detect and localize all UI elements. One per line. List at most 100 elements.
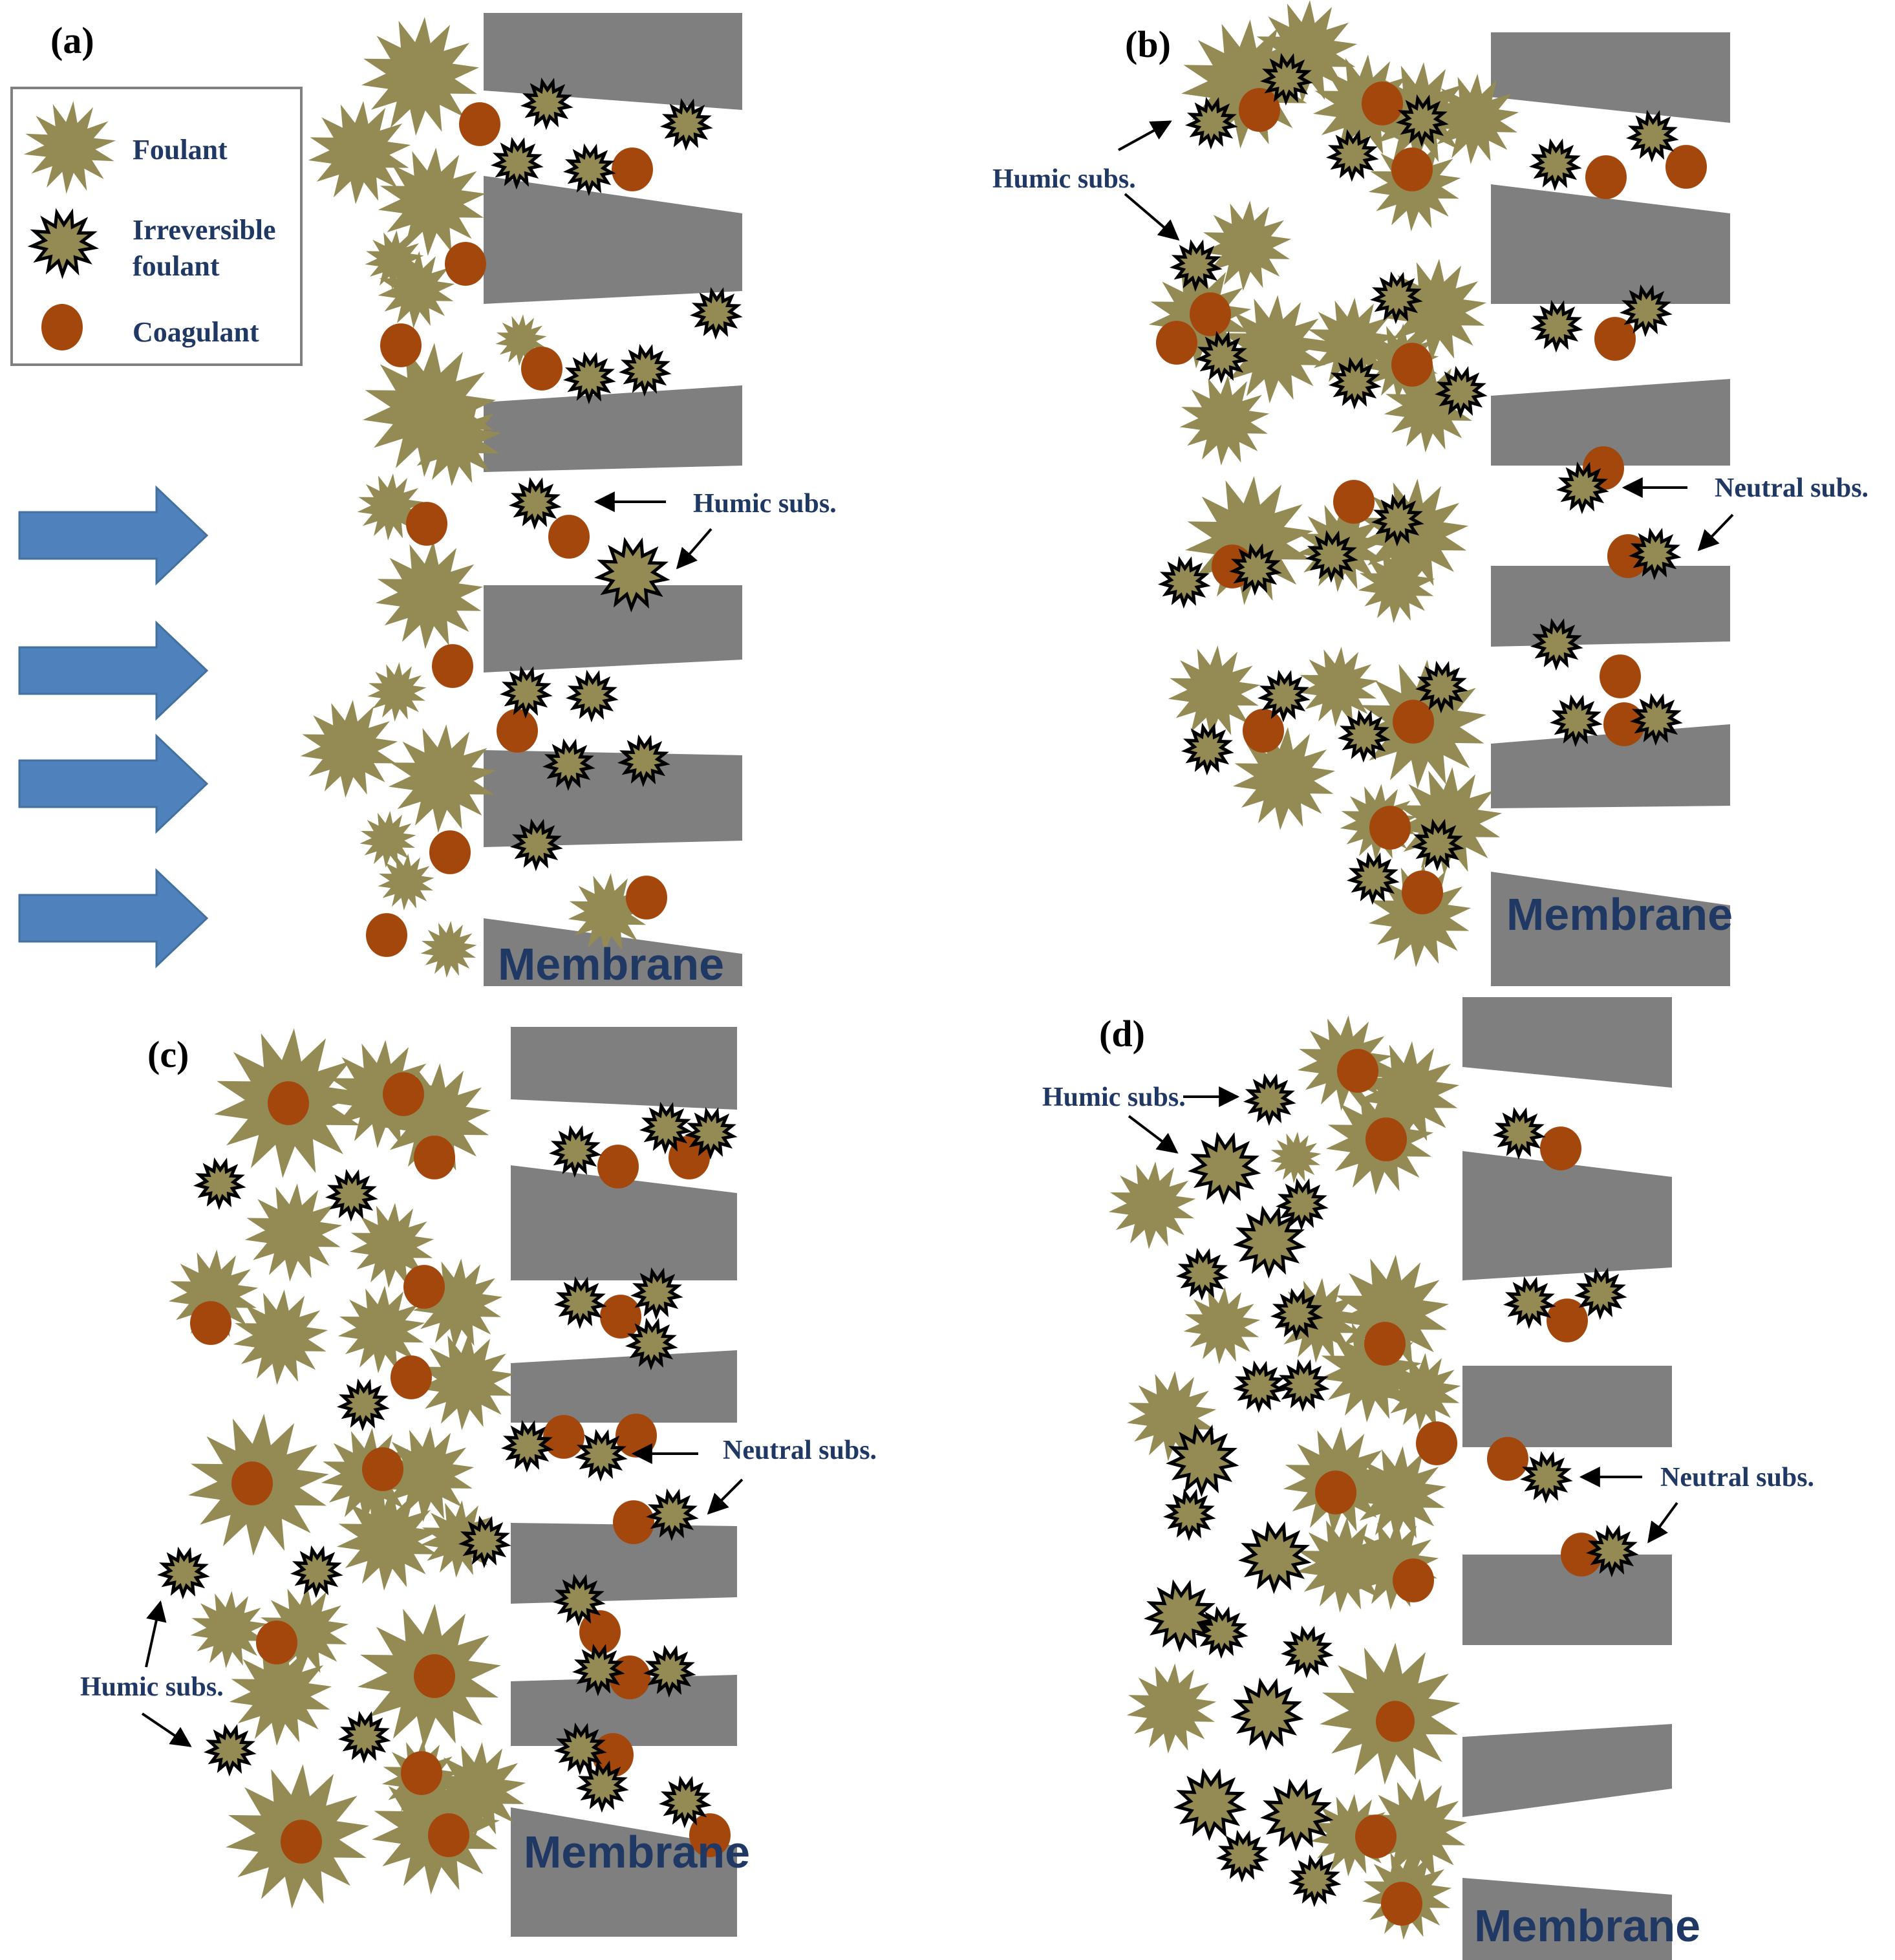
irreversible-foulant xyxy=(1195,330,1248,384)
coagulant xyxy=(609,1655,650,1699)
coagulant xyxy=(1402,870,1443,914)
irreversible-foulant xyxy=(1232,1360,1286,1414)
foulant xyxy=(1334,1255,1449,1371)
membrane-segment xyxy=(1491,566,1730,647)
coagulant xyxy=(401,1751,442,1795)
irreversible-foulant xyxy=(1260,1778,1334,1852)
irreversible-foulant xyxy=(1415,660,1468,714)
irreversible-foulant xyxy=(1503,1276,1556,1330)
flow-arrow xyxy=(18,620,209,721)
coagulant xyxy=(362,1447,403,1491)
legend-irreversible-label-line2: foulant xyxy=(133,250,220,282)
foulant xyxy=(1183,1287,1261,1364)
irreversible-foulant xyxy=(1166,1424,1239,1498)
panel-b-humic-label: Humic subs. xyxy=(992,164,1136,194)
irreversible-foulant xyxy=(1144,1579,1217,1653)
irreversible-foulant xyxy=(548,1125,602,1178)
irreversible-foulant xyxy=(1395,94,1449,147)
coagulant xyxy=(1547,1298,1588,1342)
coagulant xyxy=(190,1301,231,1345)
irreversible-foulant xyxy=(1305,530,1358,583)
foulant xyxy=(244,1183,343,1282)
irreversible-foulant xyxy=(1184,96,1238,150)
membrane-segment xyxy=(484,750,742,847)
irreversible-foulant xyxy=(1175,1247,1229,1301)
irreversible-foulant xyxy=(562,143,616,197)
foulant xyxy=(300,700,398,798)
coagulant xyxy=(383,1072,424,1116)
foulant xyxy=(1356,1041,1460,1145)
irreversible-foulant xyxy=(1233,1205,1307,1279)
foulant xyxy=(361,17,479,136)
legend-foulant-icon xyxy=(23,101,116,194)
irreversible-foulant xyxy=(1346,852,1400,905)
membrane-segment xyxy=(484,176,742,304)
membrane-segment xyxy=(511,1350,737,1423)
coagulant xyxy=(391,1355,432,1399)
irreversible-foulant xyxy=(618,343,672,397)
coagulant xyxy=(543,1415,584,1459)
irreversible-foulant xyxy=(659,98,713,151)
irreversible-foulant xyxy=(290,1545,343,1599)
coagulant xyxy=(1603,702,1645,746)
arrow-c-neutral-2 xyxy=(707,1478,744,1515)
arrow-b-humic-1 xyxy=(1118,120,1172,151)
irreversible-foulant xyxy=(1195,1606,1248,1659)
membrane-segment xyxy=(484,13,742,110)
foulant xyxy=(416,1332,515,1430)
coagulant xyxy=(256,1621,297,1664)
coagulant xyxy=(1540,1126,1581,1170)
irreversible-foulant xyxy=(508,477,562,530)
flow-arrow xyxy=(18,868,209,969)
irreversible-foulant xyxy=(1228,543,1282,596)
membrane-segment xyxy=(1491,379,1730,466)
coagulant xyxy=(1355,1815,1397,1858)
panel-c-neutral-label: Neutral subs. xyxy=(723,1436,877,1465)
irreversible-foulant xyxy=(645,1488,699,1542)
irreversible-foulant xyxy=(1519,1450,1573,1504)
membrane-segment xyxy=(1491,184,1730,304)
arrow-c-humic-1 xyxy=(145,1600,167,1668)
irreversible-foulant xyxy=(1157,555,1211,609)
panel-d-membrane-label: Membrane xyxy=(1474,1901,1700,1951)
coagulant xyxy=(548,515,590,559)
foulant xyxy=(379,1427,475,1522)
irreversible-foulant xyxy=(1328,356,1382,410)
coagulant xyxy=(1416,1421,1457,1465)
membrane-segment xyxy=(484,385,742,472)
irreversible-foulant xyxy=(1411,818,1464,872)
foulant xyxy=(1201,200,1292,291)
arrow-b-neutral-2 xyxy=(1697,513,1734,552)
foulant xyxy=(308,101,411,204)
irreversible-foulant xyxy=(458,1515,511,1569)
coagulant xyxy=(231,1461,273,1505)
irreversible-foulant xyxy=(1337,709,1391,763)
panel-c-label: (c) xyxy=(147,1033,189,1075)
foulant xyxy=(336,1487,440,1591)
coagulant xyxy=(689,1813,731,1857)
legend-coagulant-label: Coagulant xyxy=(133,316,259,348)
membrane-segment xyxy=(511,1165,737,1280)
panel-a-membrane-label: Membrane xyxy=(498,939,724,989)
foulant xyxy=(409,393,502,486)
irreversible-foulant xyxy=(1371,493,1424,547)
irreversible-foulant xyxy=(1270,1287,1323,1341)
coagulant xyxy=(414,1136,455,1179)
foulant xyxy=(420,921,477,978)
panel-a-label: (a) xyxy=(50,19,94,61)
foulant xyxy=(378,854,434,910)
foulant xyxy=(375,541,484,649)
foulant xyxy=(1108,1161,1196,1249)
coagulant xyxy=(1362,81,1403,125)
annotation-arrows xyxy=(141,120,1734,1747)
irreversible-foulant xyxy=(203,1723,257,1777)
irreversible-foulant xyxy=(1629,693,1683,746)
coagulant xyxy=(669,1136,710,1179)
arrow-b-humic-2 xyxy=(1124,193,1180,241)
irreversible-foulant xyxy=(1280,1625,1334,1679)
irreversible-foulant xyxy=(1276,1359,1330,1412)
coagulant xyxy=(1600,654,1641,698)
coagulant xyxy=(445,242,486,286)
coagulant xyxy=(1665,145,1707,189)
arrow-c-humic-2 xyxy=(141,1712,192,1747)
